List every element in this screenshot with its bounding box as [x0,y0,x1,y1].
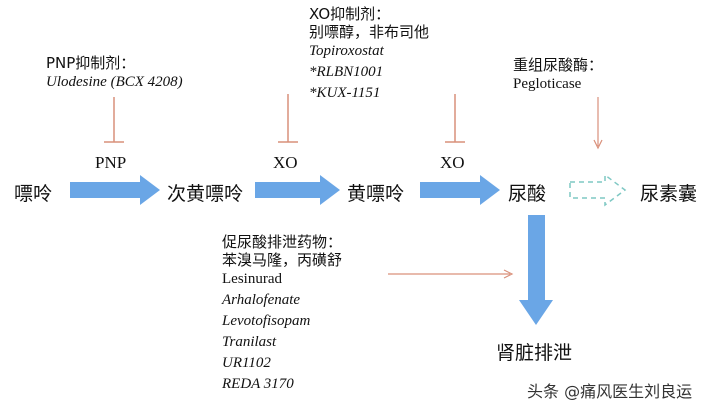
uricase-title: 重组尿酸酶： [513,56,604,74]
xo-inhibitor-bar-1 [278,94,298,143]
uricosuric-drug-1: Lesinurad [222,271,282,287]
xo-inhibitor-drug-3: *KUX-1151 [309,85,381,101]
uricosuric-line2: 苯溴马隆，丙磺舒 [222,251,343,269]
xo-inhibitor-bar-2 [445,94,465,143]
xo-inhibitor-line2: 别嘌醇，非布司他 [309,23,430,41]
uricosuric-drug-3: Levotofisopam [222,313,311,329]
pnp-inhibitor-drug: Ulodesine (BCX 4208) [46,74,183,90]
arrow-hypoxanthine-to-xanthine [255,175,340,205]
uricase-pointer-arrow [593,97,603,150]
enzyme-xo-1: XO [273,153,298,172]
uricosuric-drug-5: UR1102 [222,355,271,371]
dashed-arrow-uric-acid-to-allantoin [569,173,627,207]
uricosuric-drug-6: REDA 3170 [222,376,294,392]
node-purine: 嘌呤 [14,183,53,205]
uricosuric-pointer-arrow [388,269,514,279]
enzyme-pnp: PNP [95,153,127,172]
enzyme-xo-2: XO [440,153,465,172]
node-xanthine: 黄嘌呤 [347,183,405,205]
watermark: 头条 @痛风医生刘良运 [527,382,693,401]
uricosuric-drug-4: Tranilast [222,334,277,350]
uricosuric-block: 促尿酸排泄药物： 苯溴马隆，丙磺舒 Lesinurad Arhalofenate… [222,233,342,395]
xo-inhibitor-drug-1: Topiroxostat [309,43,384,59]
uricase-block: 重组尿酸酶： Pegloticase [513,56,603,95]
arrow-uric-acid-to-renal [519,215,553,325]
node-allantoin: 尿素囊 [640,183,698,205]
xo-inhibitor-block: XO抑制剂： 别嘌醇，非布司他 Topiroxostat *RLBN1001 *… [309,5,429,104]
node-uric-acid: 尿酸 [508,183,547,205]
pnp-inhibitor-block: PNP抑制剂： Ulodesine (BCX 4208) [46,54,183,93]
node-renal-excretion: 肾脏排泄 [496,342,573,364]
uricase-drug: Pegloticase [513,76,582,92]
pnp-inhibitor-title: PNP抑制剂： [46,54,136,72]
arrow-xanthine-to-uric-acid [420,175,500,205]
xo-inhibitor-title: XO抑制剂： [309,5,391,23]
xo-inhibitor-drug-2: *RLBN1001 [309,64,384,80]
uricosuric-drug-2: Arhalofenate [222,292,301,308]
uricosuric-title: 促尿酸排泄药物： [222,233,343,251]
node-hypoxanthine: 次黄嘌呤 [167,183,244,205]
arrow-purine-to-hypoxanthine [70,175,160,205]
pnp-inhibitor-bar [104,97,124,143]
